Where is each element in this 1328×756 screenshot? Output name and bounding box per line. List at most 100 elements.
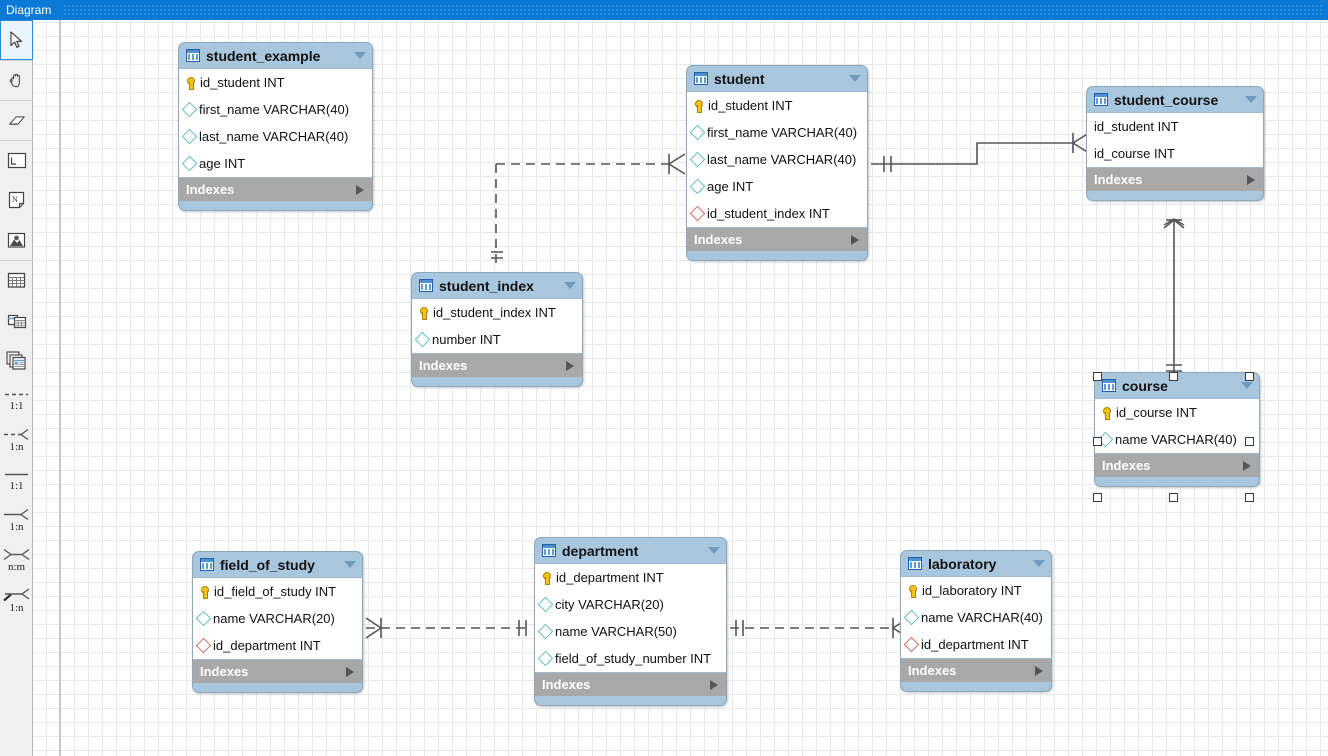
column-icon <box>181 128 198 145</box>
select-tool[interactable] <box>0 20 33 60</box>
rel-student_course-course[interactable] <box>1163 218 1185 375</box>
indexes-bar[interactable]: Indexes <box>901 659 1051 682</box>
indexes-bar[interactable]: Indexes <box>535 673 726 696</box>
chevron-down-icon[interactable] <box>849 75 861 82</box>
table-row[interactable]: id_department INT <box>535 564 726 591</box>
column-label: first_name VARCHAR(40) <box>707 125 858 140</box>
new-routine-group-tool[interactable] <box>0 340 33 380</box>
table-row[interactable]: id_department INT <box>901 631 1051 658</box>
resize-handle-se[interactable] <box>1245 493 1254 502</box>
column-list: id_student_index INT number INT <box>412 298 582 354</box>
chevron-down-icon[interactable] <box>1245 96 1257 103</box>
expand-arrow-icon[interactable] <box>346 666 354 677</box>
expand-arrow-icon[interactable] <box>1243 460 1251 471</box>
new-view-tool[interactable] <box>0 300 33 340</box>
table-header[interactable]: student_example <box>179 43 372 68</box>
relationship-1n-non-identifying[interactable]: 1:n <box>0 500 33 540</box>
table-header[interactable]: laboratory <box>901 551 1051 576</box>
table-row[interactable]: city VARCHAR(20) <box>535 591 726 618</box>
rel-field_of_study-department[interactable] <box>365 617 531 639</box>
table-row[interactable]: field_of_study_number INT <box>535 645 726 672</box>
resize-handle-w[interactable] <box>1093 437 1102 446</box>
expand-arrow-icon[interactable] <box>566 360 574 371</box>
column-icon <box>195 610 212 627</box>
table-row[interactable]: last_name VARCHAR(40) <box>687 146 867 173</box>
chevron-down-icon[interactable] <box>564 282 576 289</box>
table-row[interactable]: age INT <box>179 150 372 177</box>
table-row[interactable]: id_course INT <box>1087 140 1263 167</box>
resize-handle-sw[interactable] <box>1093 493 1102 502</box>
table-row[interactable]: age INT <box>687 173 867 200</box>
table-row[interactable]: first_name VARCHAR(40) <box>687 119 867 146</box>
table-row[interactable]: id_student_index INT <box>412 299 582 326</box>
chevron-down-icon[interactable] <box>354 52 366 59</box>
table-row[interactable]: last_name VARCHAR(40) <box>179 123 372 150</box>
resize-handle-ne[interactable] <box>1245 372 1254 381</box>
image-tool[interactable] <box>0 220 33 260</box>
indexes-bar[interactable]: Indexes <box>179 178 372 201</box>
pan-tool[interactable] <box>0 60 33 100</box>
table-row[interactable]: id_student INT <box>1087 113 1263 140</box>
resize-handle-e[interactable] <box>1245 437 1254 446</box>
table-student_course[interactable]: student_course id_student INT id_course … <box>1086 86 1264 201</box>
table-header[interactable]: course <box>1095 373 1259 398</box>
table-student[interactable]: student id_student INT first_name VARCHA… <box>686 65 868 261</box>
indexes-bar[interactable]: Indexes <box>1095 454 1259 477</box>
new-table-tool[interactable] <box>0 260 33 300</box>
table-row[interactable]: name VARCHAR(20) <box>193 605 362 632</box>
resize-handle-s[interactable] <box>1169 493 1178 502</box>
table-header[interactable]: department <box>535 538 726 563</box>
expand-arrow-icon[interactable] <box>851 234 859 245</box>
expand-arrow-icon[interactable] <box>710 679 718 690</box>
table-header[interactable]: student_course <box>1087 87 1263 112</box>
table-student_index[interactable]: student_index id_student_index INT numbe… <box>411 272 583 387</box>
table-row[interactable]: number INT <box>412 326 582 353</box>
relationship-11-identifying[interactable]: 1:1 <box>0 380 33 420</box>
table-header[interactable]: student_index <box>412 273 582 298</box>
layer-tool[interactable] <box>0 140 33 180</box>
indexes-bar[interactable]: Indexes <box>1087 168 1263 191</box>
relationship-1n-identifying[interactable]: 1:n <box>0 420 33 460</box>
table-laboratory[interactable]: laboratory id_laboratory INT name VARCHA… <box>900 550 1052 692</box>
rel-student-student_index[interactable] <box>491 153 686 265</box>
chevron-down-icon[interactable] <box>1033 560 1045 567</box>
table-department[interactable]: department id_department INT city VARCHA… <box>534 537 727 706</box>
table-row[interactable]: id_department INT <box>193 632 362 659</box>
table-row[interactable]: id_course INT <box>1095 399 1259 426</box>
expand-arrow-icon[interactable] <box>356 184 364 195</box>
chevron-down-icon[interactable] <box>344 561 356 568</box>
table-row[interactable]: id_student INT <box>179 69 372 96</box>
rel-department-laboratory[interactable] <box>730 617 910 639</box>
table-row[interactable]: name VARCHAR(40) <box>1095 426 1259 453</box>
relationship-nm[interactable]: n:m <box>0 540 33 580</box>
indexes-bar[interactable]: Indexes <box>687 228 867 251</box>
column-label: id_student INT <box>1094 119 1179 134</box>
indexes-bar[interactable]: Indexes <box>412 354 582 377</box>
resize-handle-nw[interactable] <box>1093 372 1102 381</box>
chevron-down-icon[interactable] <box>708 547 720 554</box>
chevron-down-icon[interactable] <box>1241 382 1253 389</box>
rel-student-student_course[interactable] <box>871 132 1090 172</box>
table-row[interactable]: id_field_of_study INT <box>193 578 362 605</box>
table-row[interactable]: id_student_index INT <box>687 200 867 227</box>
expand-arrow-icon[interactable] <box>1035 665 1043 676</box>
table-row[interactable]: first_name VARCHAR(40) <box>179 96 372 123</box>
relationship-11-non-identifying[interactable]: 1:1 <box>0 460 33 500</box>
table-field_of_study[interactable]: field_of_study id_field_of_study INT nam… <box>192 551 363 693</box>
table-row[interactable]: id_student INT <box>687 92 867 119</box>
table-row[interactable]: name VARCHAR(40) <box>901 604 1051 631</box>
table-header[interactable]: field_of_study <box>193 552 362 577</box>
diagram-canvas[interactable]: student_example id_student INT first_nam… <box>33 20 1328 756</box>
resize-handle-n[interactable] <box>1169 372 1178 381</box>
table-header[interactable]: student <box>687 66 867 91</box>
indexes-bar[interactable]: Indexes <box>193 660 362 683</box>
expand-arrow-icon[interactable] <box>1247 174 1255 185</box>
table-course[interactable]: course id_course INT name VARCHAR(40) In… <box>1094 372 1260 487</box>
relationship-pick-columns[interactable]: 1:n <box>0 580 33 620</box>
table-row[interactable]: id_laboratory INT <box>901 577 1051 604</box>
titlebar-drag-grip[interactable] <box>63 4 1323 16</box>
table-student_example[interactable]: student_example id_student INT first_nam… <box>178 42 373 211</box>
table-row[interactable]: name VARCHAR(50) <box>535 618 726 645</box>
note-tool[interactable]: N <box>0 180 33 220</box>
eraser-tool[interactable] <box>0 100 33 140</box>
